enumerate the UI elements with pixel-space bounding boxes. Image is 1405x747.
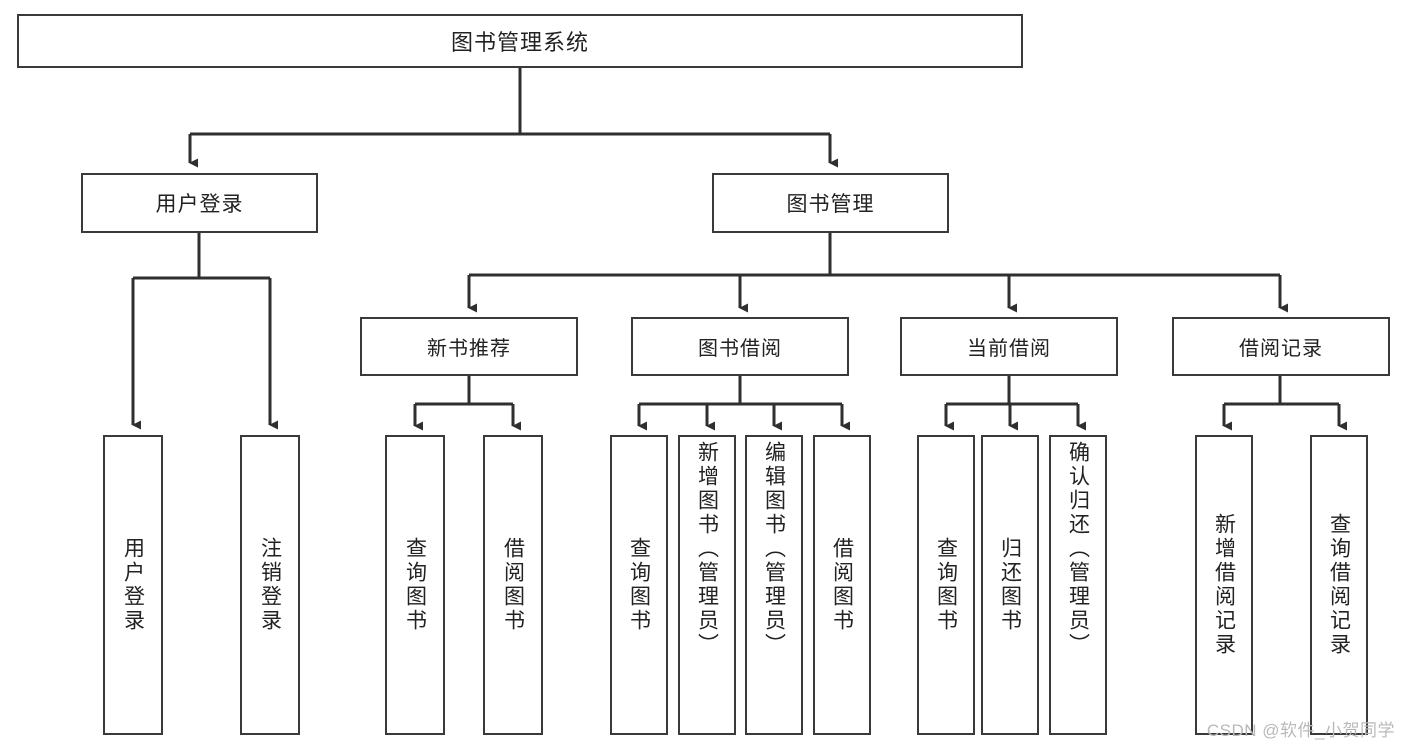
leaf-br-add-record[interactable]: 新增借阅记录 [1195, 435, 1253, 735]
leaf-nb-query-book-label: 查询图书 [403, 537, 427, 633]
leaf-bb-add-book-label: 新增图书（管理员） [695, 441, 719, 657]
leaf-logout-label: 注销登录 [258, 537, 282, 633]
node-book-borrow[interactable]: 图书借阅 [631, 317, 849, 376]
node-book-manage-label: 图书管理 [786, 193, 875, 216]
node-book-borrow-label: 图书借阅 [698, 338, 782, 360]
node-current-borrow[interactable]: 当前借阅 [900, 317, 1118, 376]
leaf-cb-confirm-return[interactable]: 确认归还（管理员） [1049, 435, 1107, 735]
leaf-bb-add-book[interactable]: 新增图书（管理员） [678, 435, 736, 735]
leaf-cb-return-book[interactable]: 归还图书 [981, 435, 1039, 735]
leaf-cb-return-book-label: 归还图书 [998, 537, 1022, 633]
leaf-bb-query-book-label: 查询图书 [627, 537, 651, 633]
leaf-br-query-record-label: 查询借阅记录 [1327, 513, 1351, 657]
csdn-watermark: CSDN @软件_小贺同学 [1206, 721, 1395, 740]
node-new-book-recommend-label: 新书推荐 [427, 338, 511, 360]
node-root[interactable]: 图书管理系统 [17, 14, 1023, 68]
leaf-bb-query-book[interactable]: 查询图书 [610, 435, 668, 735]
leaf-bb-borrow-book-label: 借阅图书 [830, 537, 854, 633]
leaf-cb-query-book-label: 查询图书 [934, 537, 958, 633]
node-root-label: 图书管理系统 [450, 30, 589, 55]
leaf-bb-edit-book-label: 编辑图书（管理员） [762, 441, 786, 657]
leaf-cb-query-book[interactable]: 查询图书 [917, 435, 975, 735]
leaf-bb-edit-book[interactable]: 编辑图书（管理员） [745, 435, 803, 735]
node-user-login-label: 用户登录 [155, 193, 244, 216]
leaf-user-login[interactable]: 用户登录 [103, 435, 163, 735]
leaf-nb-query-book[interactable]: 查询图书 [385, 435, 445, 735]
node-current-borrow-label: 当前借阅 [967, 338, 1051, 360]
node-user-login[interactable]: 用户登录 [81, 173, 318, 233]
node-borrow-record-label: 借阅记录 [1239, 338, 1323, 360]
leaf-cb-confirm-return-label: 确认归还（管理员） [1066, 441, 1090, 657]
node-new-book-recommend[interactable]: 新书推荐 [360, 317, 578, 376]
leaf-nb-borrow-book[interactable]: 借阅图书 [483, 435, 543, 735]
leaf-br-query-record[interactable]: 查询借阅记录 [1310, 435, 1368, 735]
node-book-manage[interactable]: 图书管理 [712, 173, 949, 233]
leaf-user-login-label: 用户登录 [121, 537, 145, 633]
leaf-br-add-record-label: 新增借阅记录 [1212, 513, 1236, 657]
leaf-nb-borrow-book-label: 借阅图书 [501, 537, 525, 633]
leaf-bb-borrow-book[interactable]: 借阅图书 [813, 435, 871, 735]
node-borrow-record[interactable]: 借阅记录 [1172, 317, 1390, 376]
leaf-logout[interactable]: 注销登录 [240, 435, 300, 735]
